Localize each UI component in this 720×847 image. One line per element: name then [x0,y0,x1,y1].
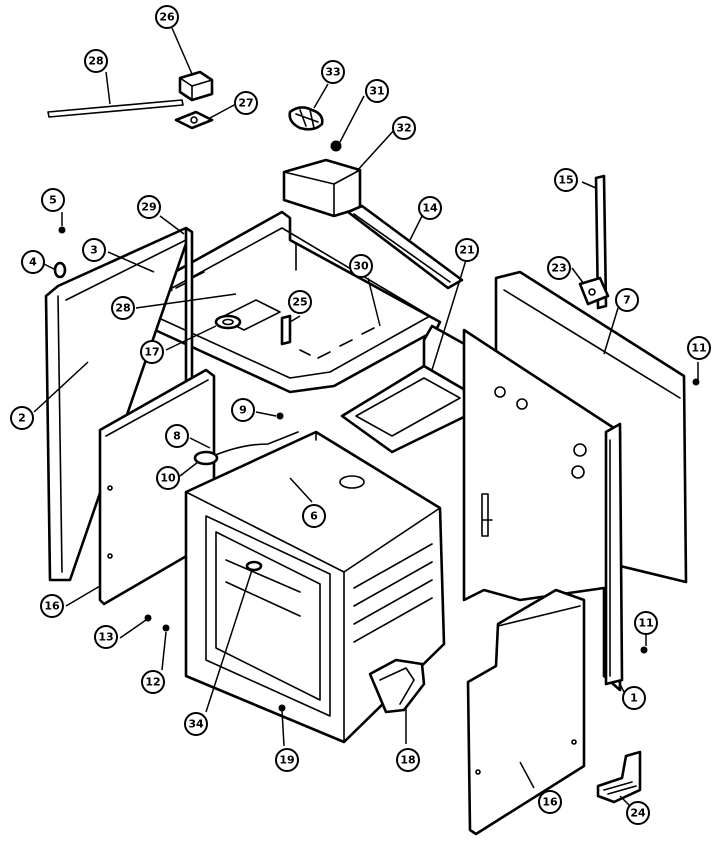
callout-14: 14 [418,196,442,220]
part-vertical-rod [594,174,608,310]
svg-text:26: 26 [159,11,175,24]
callout-29: 29 [137,195,161,219]
callout-13: 13 [94,625,118,649]
svg-text:5: 5 [49,194,57,207]
svg-text:21: 21 [459,244,474,257]
svg-text:12: 12 [145,676,160,689]
callout-11-upper: 11 [687,336,711,360]
svg-text:15: 15 [558,174,573,187]
svg-text:28: 28 [88,55,103,68]
svg-text:4: 4 [29,256,37,269]
callout-26: 26 [155,5,179,29]
callout-8: 8 [165,424,189,448]
svg-text:33: 33 [325,66,340,79]
callout-2: 2 [10,406,34,430]
svg-text:19: 19 [279,754,294,767]
part-top-strip [346,204,464,290]
part-clip [178,70,214,102]
svg-text:11: 11 [638,617,653,630]
part-clamp [578,276,610,306]
screw-small [58,226,700,712]
callout-27: 27 [234,91,258,115]
svg-text:8: 8 [173,430,181,443]
svg-text:28: 28 [115,302,130,315]
callout-30: 30 [349,254,373,278]
svg-text:34: 34 [188,718,204,731]
callout-12: 12 [141,670,165,694]
callout-21: 21 [455,238,479,262]
part-element [245,560,263,572]
callout-17: 17 [140,340,164,364]
svg-text:24: 24 [630,807,646,820]
svg-text:14: 14 [422,202,438,215]
callout-7: 7 [615,288,639,312]
callout-23: 23 [547,256,571,280]
svg-text:25: 25 [292,296,307,309]
part-knob [214,314,242,330]
callout-3: 3 [82,238,106,262]
svg-text:11: 11 [691,342,706,355]
callout-24: 24 [626,801,650,825]
part-side-panel [44,226,194,582]
svg-text:1: 1 [630,692,638,705]
callout-34: 34 [184,712,208,736]
callout-16-left: 16 [40,594,64,618]
part-nut [330,140,342,152]
svg-text:17: 17 [144,346,159,359]
callout-19: 19 [275,748,299,772]
callout-33: 33 [321,60,345,84]
svg-text:23: 23 [551,262,566,275]
part-box [282,158,362,218]
svg-text:27: 27 [238,97,253,110]
part-plate [174,110,214,130]
callout-6: 6 [302,504,326,528]
svg-text:7: 7 [623,294,631,307]
svg-text:13: 13 [98,631,113,644]
callout-28: 28 [111,296,135,320]
callout-4: 4 [21,250,45,274]
callout-25: 25 [288,290,312,314]
svg-text:6: 6 [310,510,318,523]
svg-text:32: 32 [396,122,411,135]
part-foot-bracket [596,750,642,804]
callout-28-rod: 28 [84,49,108,73]
callout-11-lower: 11 [634,611,658,635]
callout-9: 9 [231,398,255,422]
svg-text:10: 10 [160,472,176,485]
svg-text:29: 29 [141,201,156,214]
svg-text:16: 16 [542,796,558,809]
part-post [280,314,292,346]
svg-text:30: 30 [353,260,369,273]
svg-text:9: 9 [239,404,247,417]
callout-5: 5 [41,188,65,212]
callout-16-lower: 16 [538,790,562,814]
svg-text:16: 16 [44,600,60,613]
part-rod [47,99,184,118]
part-front-strip [604,422,624,686]
part-oven-cavity [184,430,446,744]
part-bulb-clip [288,106,324,131]
part-hinge [368,658,426,714]
part-lower-panel [466,588,586,836]
svg-text:2: 2 [18,412,26,425]
callout-32: 32 [392,116,416,140]
leader-lines [33,27,699,807]
svg-text:18: 18 [400,754,415,767]
part-cap [193,450,219,466]
callout-31: 31 [365,79,389,103]
callout-10: 10 [156,466,180,490]
callout-1: 1 [622,686,646,710]
callout-15: 15 [554,168,578,192]
svg-text:31: 31 [369,85,384,98]
svg-text:3: 3 [90,244,98,257]
part-bumper [53,261,67,279]
callout-18: 18 [396,748,420,772]
